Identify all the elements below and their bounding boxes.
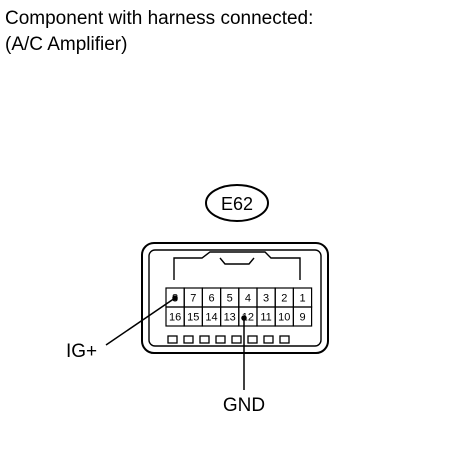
housing-latch [173, 251, 301, 280]
pin-number: 7 [190, 293, 196, 305]
pin-number: 16 [169, 312, 181, 324]
connector-id-oval [205, 184, 269, 222]
pin-cell [292, 306, 313, 327]
pin-number: 14 [205, 312, 217, 324]
ig-plus-leader [105, 297, 176, 346]
pin-number: 1 [299, 293, 305, 305]
connector-id-badge: E62 [205, 184, 269, 222]
gnd-label: GND [223, 395, 265, 416]
pin-number: 4 [245, 293, 251, 305]
gnd-pin-marker [241, 315, 247, 321]
latch-tab [219, 257, 255, 265]
caption-line-1: Component with harness connected: [5, 8, 314, 29]
housing-inner [148, 249, 322, 347]
callout-lines [105, 295, 247, 390]
caption-line-2: (A/C Amplifier) [5, 34, 128, 55]
pin-number: 9 [299, 312, 305, 324]
connector-housing [141, 242, 329, 354]
ig-plus-label: IG+ [66, 341, 97, 362]
pin-number: 11 [260, 312, 271, 324]
pin-grid: 87654321161514131211109 [165, 287, 313, 327]
ig-plus-pin-marker [172, 295, 178, 301]
pin-number: 5 [227, 293, 233, 305]
housing-teeth [167, 335, 290, 344]
pin-number: 2 [281, 293, 287, 305]
diagram-caption: Component with harness connected: (A/C A… [5, 6, 313, 58]
pin-number: 3 [263, 293, 269, 305]
pin-number: 15 [187, 312, 199, 324]
pin-number: 6 [208, 293, 214, 305]
connector-id-text: E62 [221, 194, 253, 214]
pin-number: 10 [278, 312, 290, 324]
pin-number: 13 [224, 312, 236, 324]
housing-outer [141, 242, 329, 354]
